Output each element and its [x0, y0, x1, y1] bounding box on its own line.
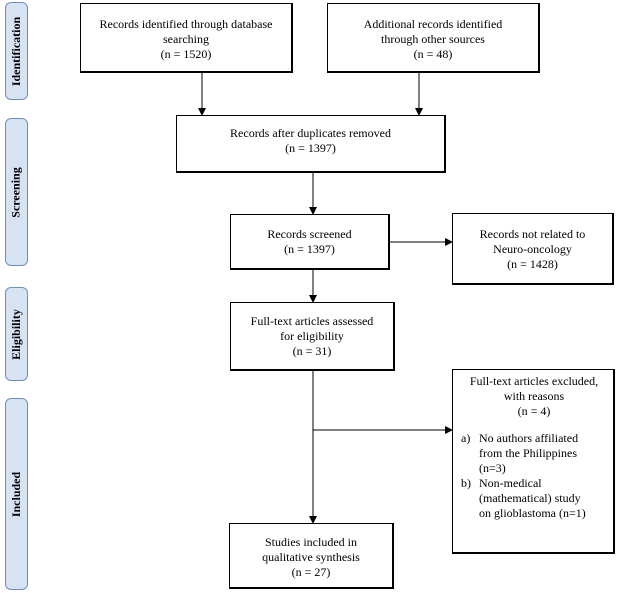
box-fulltext-line-3: (n = 31): [292, 344, 332, 358]
excluded-head-line-1: Full-text articles excluded,: [469, 374, 599, 388]
excluded-reason-a-line-1: No authors affiliated: [479, 431, 579, 445]
excluded-reason-b-line-3: on glioblastoma (n=1): [479, 506, 586, 520]
box-fulltext-line-2: for eligibility: [280, 329, 344, 343]
box-after-duplicates-line-1: Records after duplicates removed: [230, 126, 391, 140]
box-included-line-1: Studies included in: [265, 535, 357, 549]
box-included-line-2: qualitative synthesis: [262, 550, 360, 564]
box-other-sources-line-1: Additional records identified: [363, 17, 503, 31]
box-records-screened: Records screened (n = 1397): [230, 214, 390, 270]
box-after-duplicates: Records after duplicates removed (n = 13…: [176, 115, 446, 173]
phase-screening: Screening: [5, 118, 28, 266]
box-after-duplicates-line-2: (n = 1397): [285, 141, 336, 155]
excluded-reason-a: a) No authors affiliated from the Philip…: [461, 431, 607, 476]
excluded-head-line-3: (n = 4): [517, 404, 551, 418]
box-database-line-1: Records identified through database: [99, 17, 273, 31]
excluded-reason-b-line-1: Non-medical: [479, 476, 542, 490]
box-other-sources-line-2: through other sources: [381, 32, 485, 46]
box-not-related: Records not related to Neuro-oncology (n…: [452, 213, 614, 285]
excluded-reason-a-marker: a): [461, 431, 471, 445]
excluded-reason-b-line-2: (mathematical) study: [479, 491, 581, 505]
box-not-related-line-3: (n = 1428): [507, 257, 558, 271]
box-other-sources: Additional records identified through ot…: [327, 3, 540, 73]
box-fulltext-assessed: Full-text articles assessed for eligibil…: [230, 302, 395, 371]
box-included-line-3: (n = 27): [291, 565, 331, 579]
box-not-related-line-2: Neuro-oncology: [493, 242, 572, 256]
excluded-reason-a-line-3: (n=3): [479, 461, 506, 475]
box-studies-included: Studies included in qualitative synthesi…: [229, 523, 394, 589]
box-database-records: Records identified through database sear…: [80, 3, 293, 73]
box-fulltext-excluded: Full-text articles excluded, with reason…: [452, 369, 615, 554]
box-not-related-line-1: Records not related to: [479, 227, 586, 241]
box-records-screened-line-2: (n = 1397): [284, 242, 335, 256]
box-database-line-2: searching: [163, 32, 209, 46]
box-fulltext-line-1: Full-text articles assessed: [250, 314, 374, 328]
phase-included: Included: [5, 398, 28, 590]
box-records-screened-line-1: Records screened: [267, 227, 352, 241]
box-other-sources-line-3: (n = 48): [413, 47, 453, 61]
excluded-head-line-2: with reasons: [503, 389, 565, 403]
phase-identification: Identification: [5, 2, 28, 100]
excluded-reason-b-marker: b): [461, 476, 471, 490]
phase-eligibility: Eligibility: [5, 287, 28, 381]
excluded-reason-a-line-2: from the Philippines: [479, 446, 577, 460]
excluded-reason-b: b) Non-medical (mathematical) study on g…: [461, 476, 607, 521]
box-database-line-3: (n = 1520): [160, 47, 212, 61]
